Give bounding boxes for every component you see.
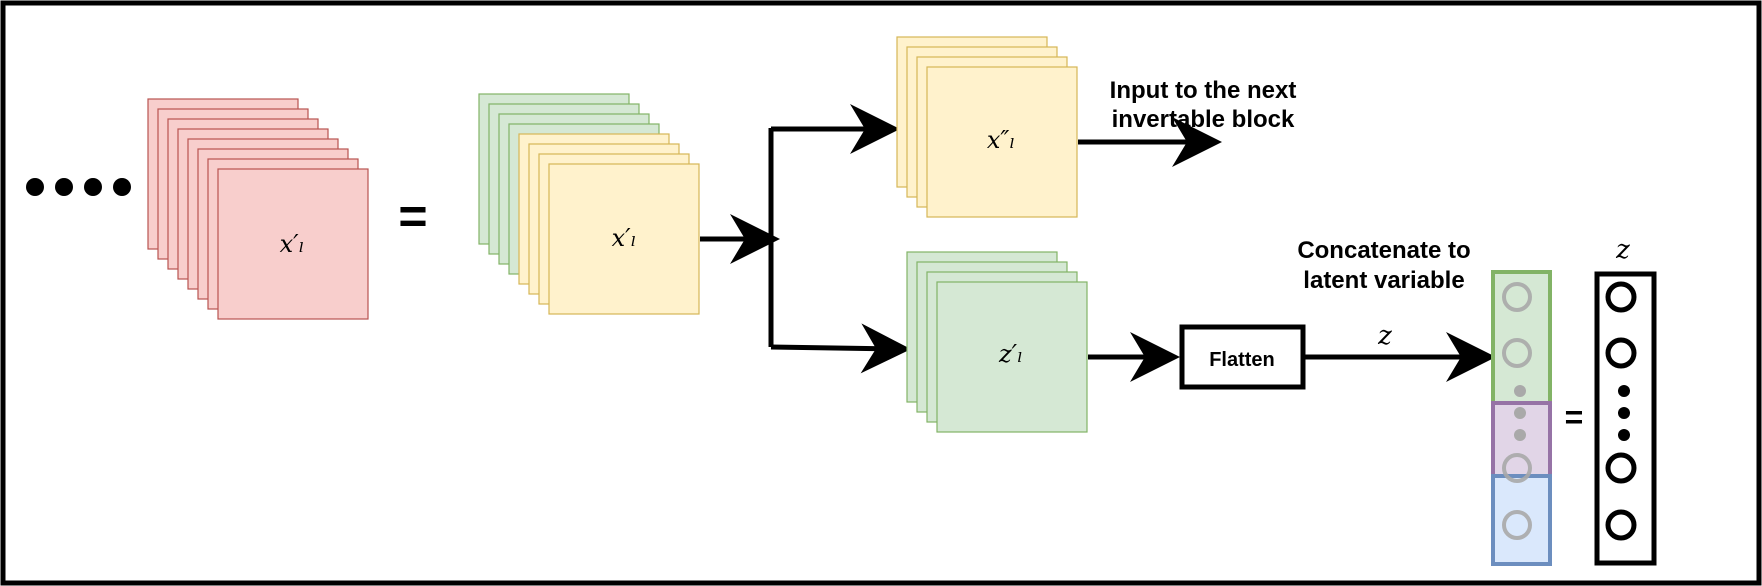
z-vector-nodes [1605, 281, 1637, 541]
yellow-stack-layer-4 [926, 66, 1078, 218]
green-stack-layer-4 [936, 281, 1088, 433]
concat-label-line1: Concatenate to [1297, 237, 1470, 264]
next-block-label-line1: Input to the next [1110, 77, 1297, 104]
concat-label-line2: latent variable [1303, 267, 1464, 294]
latent-faded-dots [1514, 385, 1526, 441]
x-l-double-prime-label: x″ₗ [987, 126, 1015, 154]
latent-green-segment [1491, 270, 1552, 405]
x-l-prime-left-label: x′ₗ [280, 230, 305, 258]
mixed-stack-layer-8 [548, 163, 700, 315]
yellow-feature-stack [896, 36, 1078, 218]
mixed-feature-stack [478, 93, 700, 315]
latent-blue-segment [1491, 474, 1552, 566]
green-feature-stack [906, 251, 1088, 433]
z-vector-dots [1618, 385, 1630, 441]
z-l-prime-label: z′ₗ [998, 340, 1023, 368]
equals-small: = [1565, 399, 1584, 435]
next-block-label-line2: invertable block [1112, 106, 1295, 133]
flatten-box [1179, 324, 1306, 390]
split-connectors [700, 104, 911, 374]
latent-color-column [1491, 270, 1552, 566]
latent-faded-nodes [1502, 282, 1532, 540]
red-feature-stack [147, 98, 369, 320]
z-arrow-label: z [1377, 321, 1392, 351]
equals-sign: = [398, 188, 427, 244]
z-top-label: z [1615, 235, 1630, 265]
x-l-prime-mid-label: x′ₗ [612, 224, 637, 252]
flatten-label: Flatten [1209, 349, 1275, 371]
ellipsis-dots [26, 178, 131, 196]
red-stack-layer-8 [217, 168, 369, 320]
